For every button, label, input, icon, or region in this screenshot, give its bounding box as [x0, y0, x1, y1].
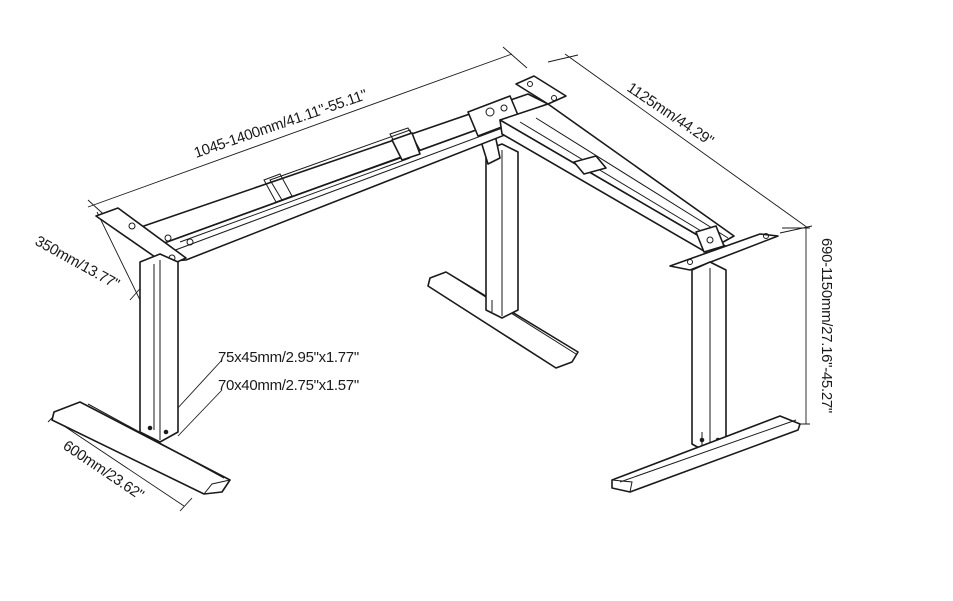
label-side-width: 1125mm/44.29"	[624, 79, 717, 149]
left-mount-plate	[95, 207, 187, 267]
leader-column-inner	[177, 389, 223, 437]
label-column-inner: 70x40mm/2.75"x1.57"	[218, 377, 359, 394]
dim-line-foot	[51, 417, 185, 507]
dim-line-main-width	[87, 53, 513, 208]
side-top-frame	[499, 103, 779, 271]
label-main-width: 1045-1400mm/41.11"-55.11"	[192, 86, 370, 161]
main-top-frame	[95, 75, 567, 267]
left-leg	[51, 253, 231, 495]
corner-mount-plate	[515, 75, 567, 105]
right-mount-plate	[669, 233, 779, 271]
side-beam-face	[499, 119, 717, 259]
label-column-outer: 75x45mm/2.95"x1.77"	[218, 349, 359, 366]
left-foot-edge	[87, 403, 225, 479]
right-column	[691, 261, 727, 455]
side-gearbox	[695, 225, 725, 253]
dim-line-depth	[96, 211, 141, 301]
dim-line-side-width	[564, 53, 809, 229]
right-foot-edge	[619, 419, 797, 483]
cross-member	[391, 132, 421, 161]
dim-tick	[179, 497, 193, 512]
label-height: 690-1150mm/27.16"-45.27"	[818, 238, 835, 413]
left-foot	[51, 401, 231, 495]
label-depth: 350mm/13.77"	[32, 233, 122, 293]
leader-column-outer	[175, 359, 223, 411]
side-cross-member	[573, 155, 607, 175]
dim-tick	[547, 54, 579, 63]
left-column	[139, 253, 179, 443]
dim-tick	[502, 46, 528, 69]
dim-tick	[779, 225, 813, 234]
right-leg	[611, 261, 801, 493]
